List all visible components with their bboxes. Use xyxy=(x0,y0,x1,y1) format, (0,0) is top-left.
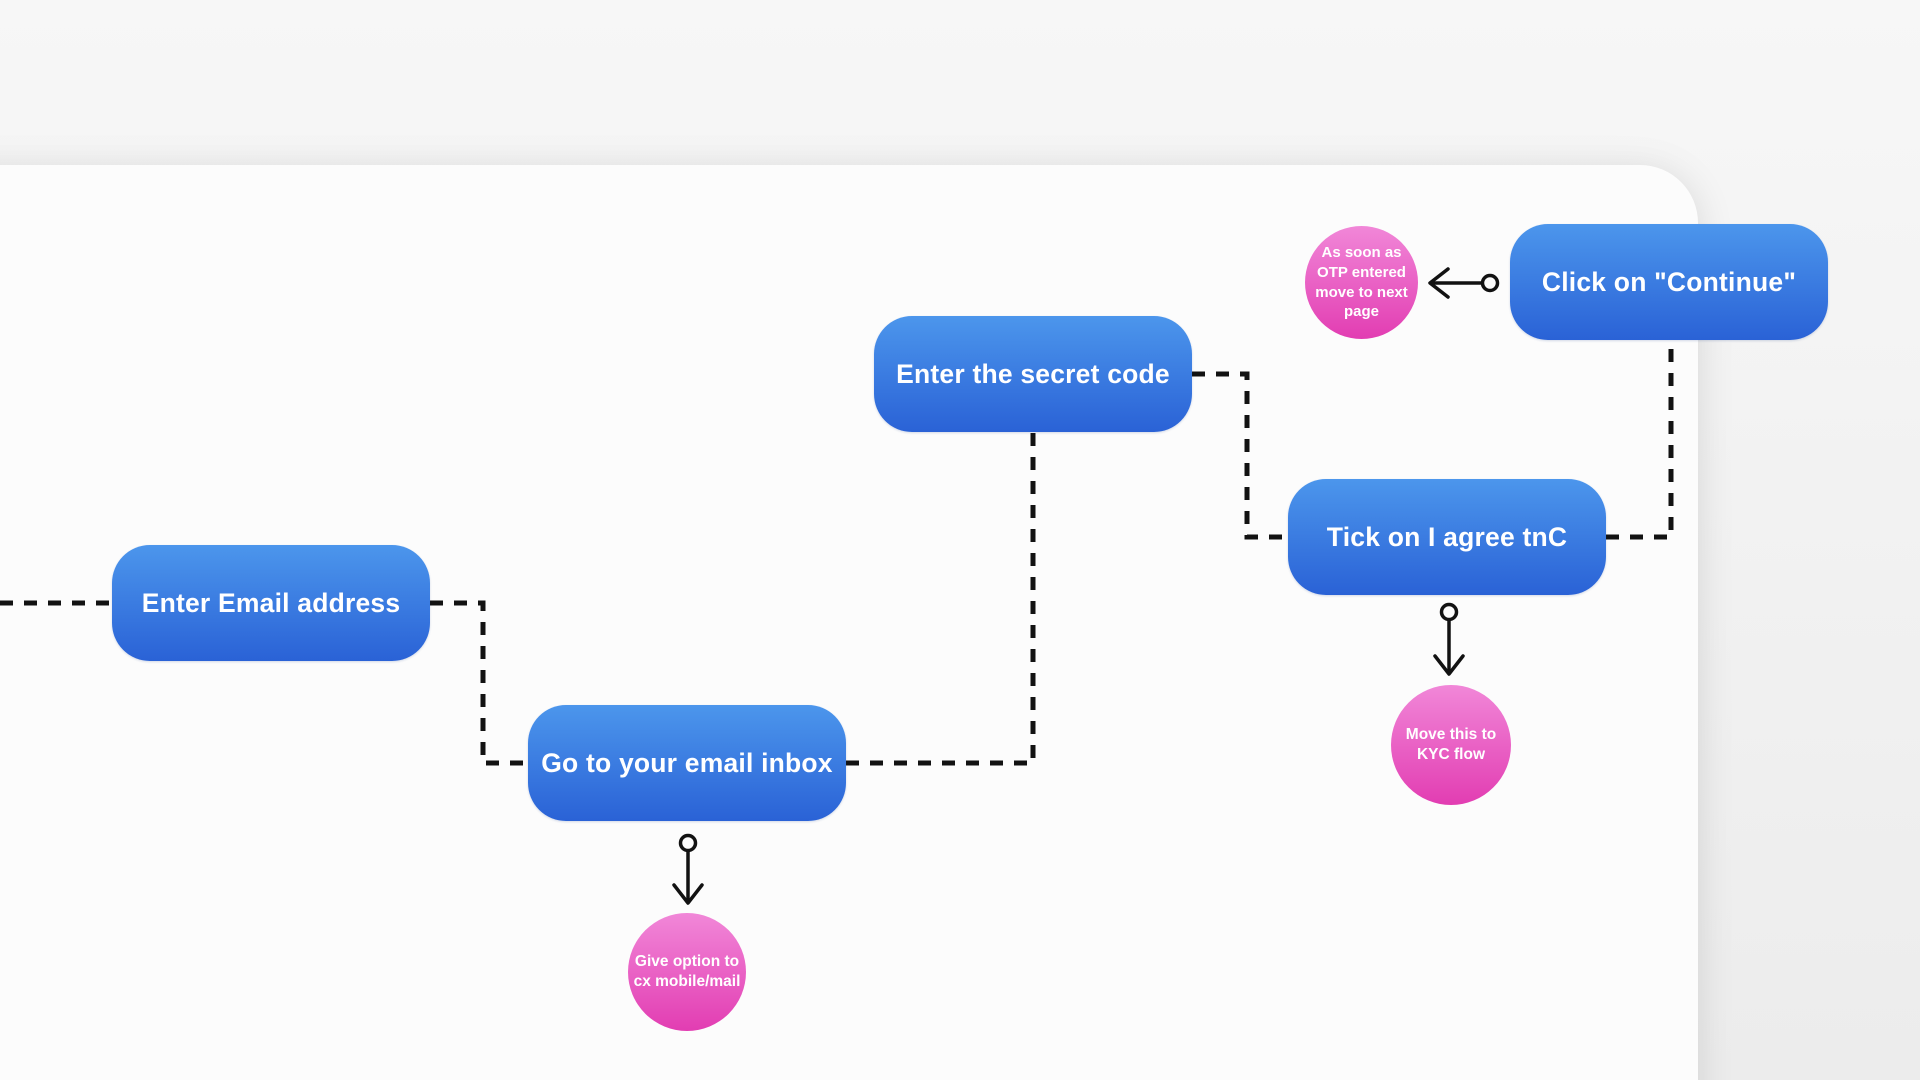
arrow-continue-to-otp-note[interactable] xyxy=(1428,267,1500,299)
connector-secret-code-to-tick-tnc[interactable] xyxy=(1192,371,1288,540)
node-enter-secret-code[interactable]: Enter the secret code xyxy=(874,316,1192,432)
note-label: Move this to KYC flow xyxy=(1405,725,1497,763)
node-label: Go to your email inbox xyxy=(541,747,833,778)
node-label: Enter the secret code xyxy=(896,358,1170,389)
connector-tick-tnc-to-continue[interactable] xyxy=(1606,340,1674,540)
note-label: As soon as OTP entered move to next page xyxy=(1315,243,1408,321)
node-label: Click on "Continue" xyxy=(1541,266,1797,297)
arrow-ring-icon xyxy=(1480,273,1500,293)
arrow-ring-icon xyxy=(678,833,698,853)
arrow-go-inbox-to-mobile-note[interactable] xyxy=(672,833,704,905)
note-otp-entered[interactable]: As soon as OTP entered move to next page xyxy=(1305,226,1418,339)
node-enter-email-address[interactable]: Enter Email address xyxy=(112,545,430,661)
connector-enter-email-to-go-inbox[interactable] xyxy=(430,600,528,766)
node-tick-agree-tnc[interactable]: Tick on I agree tnC xyxy=(1288,479,1606,595)
node-go-to-email-inbox[interactable]: Go to your email inbox xyxy=(528,705,846,821)
arrow-ring-icon xyxy=(1439,602,1459,622)
note-label: Give option to cx mobile/mail xyxy=(633,952,741,990)
arrow-head-icon xyxy=(1428,267,1450,299)
arrow-head-icon xyxy=(672,883,704,905)
node-click-continue[interactable]: Click on "Continue" xyxy=(1510,224,1828,340)
arrow-tick-tnc-to-kyc-note[interactable] xyxy=(1433,602,1465,676)
note-give-option-mobile-mail[interactable]: Give option to cx mobile/mail xyxy=(628,913,746,1031)
node-label: Enter Email address xyxy=(141,587,401,618)
connector-go-inbox-to-secret-code[interactable] xyxy=(846,432,1036,766)
arrow-head-icon xyxy=(1433,654,1465,676)
node-label: Tick on I agree tnC xyxy=(1326,521,1568,552)
note-move-to-kyc[interactable]: Move this to KYC flow xyxy=(1391,685,1511,805)
